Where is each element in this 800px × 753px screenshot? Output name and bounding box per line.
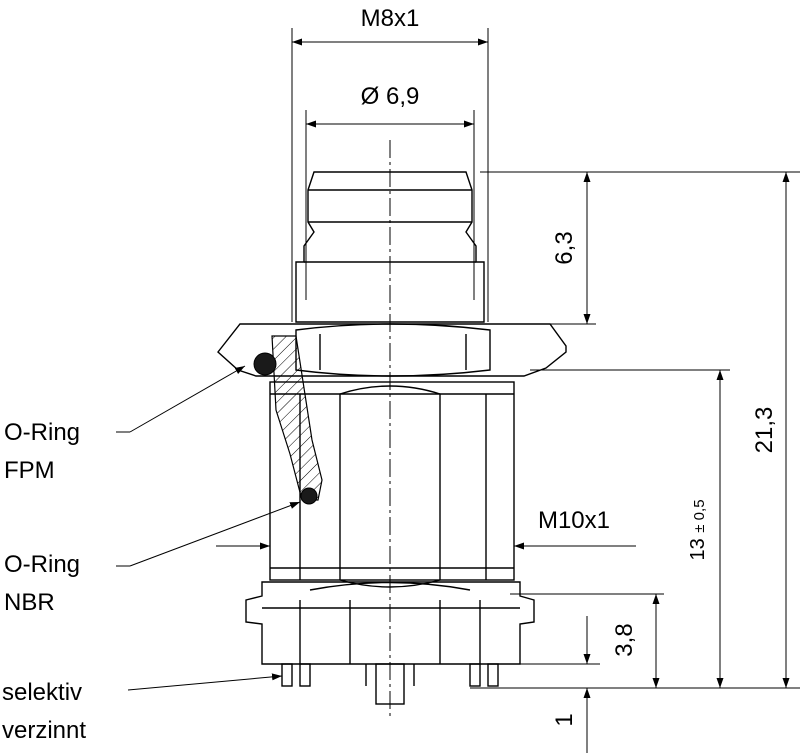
callout-oring-nbr-line2: NBR (4, 589, 55, 616)
dim-thread-top: M8x1 (361, 5, 420, 32)
section-hatching (271, 335, 323, 501)
dim-height-base: 3,8 (611, 623, 638, 656)
callout-plating-line2: verzinnt (2, 717, 86, 744)
o-ring-fpm (253, 352, 277, 376)
callout-oring-nbr-line1: O-Ring (4, 551, 80, 578)
dim-height-body: 13 (687, 538, 709, 560)
dim-height-total: 21,3 (751, 407, 778, 454)
callout-oring-fpm-line1: O-Ring (4, 419, 80, 446)
dim-pin-length: 1 (551, 713, 578, 726)
callout-plating-line1: selektiv (2, 679, 82, 706)
dim-diameter: Ø 6,9 (361, 83, 420, 110)
callout-oring-fpm-line2: FPM (4, 457, 55, 484)
dim-thread-bottom: M10x1 (538, 507, 610, 534)
connector-outline (217, 171, 567, 705)
svg-text:13 ± 0,5: 13 ± 0,5 (687, 499, 709, 560)
dim-height-upper: 6,3 (551, 231, 578, 264)
o-ring-nbr (300, 487, 318, 505)
dim-tolerance: ± 0,5 (691, 499, 708, 532)
dimension-lines (116, 28, 800, 753)
